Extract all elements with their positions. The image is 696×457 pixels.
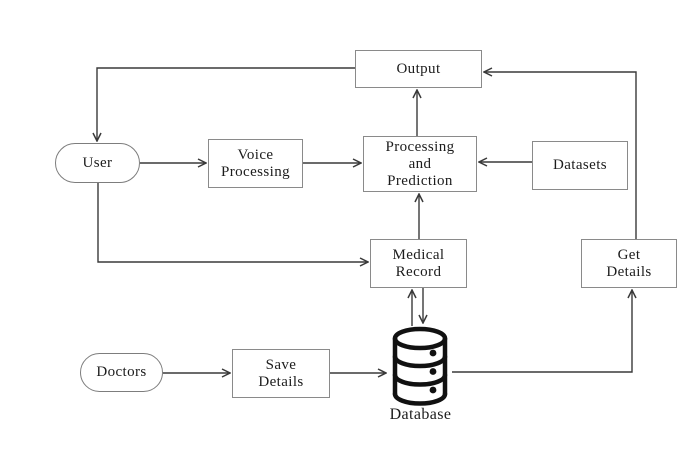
- node-medical-record-label-line1: Medical: [392, 246, 445, 263]
- node-save-details: Save Details: [232, 349, 330, 398]
- node-user-label: User: [82, 154, 113, 171]
- node-processing-prediction-label-line3: Prediction: [387, 172, 453, 189]
- arrow-output-to-user: [97, 67, 355, 141]
- node-save-details-label-line1: Save: [265, 356, 297, 373]
- node-voice-processing-label-line2: Processing: [221, 163, 290, 180]
- arrow-database-to-get-details: [452, 290, 632, 373]
- node-processing-prediction-label-line2: and: [408, 155, 432, 172]
- arrow-get-details-to-output: [484, 72, 637, 239]
- node-get-details-label-line1: Get: [617, 246, 641, 263]
- database-label: Database: [389, 406, 452, 423]
- node-user: User: [55, 143, 140, 183]
- node-save-details-label-line2: Details: [258, 373, 304, 390]
- node-get-details: Get Details: [581, 239, 677, 288]
- node-output: Output: [355, 50, 482, 88]
- node-voice-processing: Voice Processing: [208, 139, 303, 188]
- node-medical-record-label-line2: Record: [395, 263, 442, 280]
- node-output-label: Output: [396, 60, 441, 77]
- node-processing-prediction: Processing and Prediction: [363, 136, 477, 192]
- node-get-details-label-line2: Details: [606, 263, 652, 280]
- database-icon: [392, 326, 448, 406]
- database-node: [388, 326, 452, 406]
- arrow-user-to-medical-record: [97, 183, 368, 262]
- node-doctors: Doctors: [80, 353, 163, 392]
- node-voice-processing-label-line1: Voice: [237, 146, 274, 163]
- node-medical-record: Medical Record: [370, 239, 467, 288]
- node-datasets: Datasets: [532, 141, 628, 190]
- node-doctors-label: Doctors: [96, 364, 147, 380]
- node-datasets-label: Datasets: [552, 157, 607, 173]
- node-processing-prediction-label-line1: Processing: [385, 138, 455, 155]
